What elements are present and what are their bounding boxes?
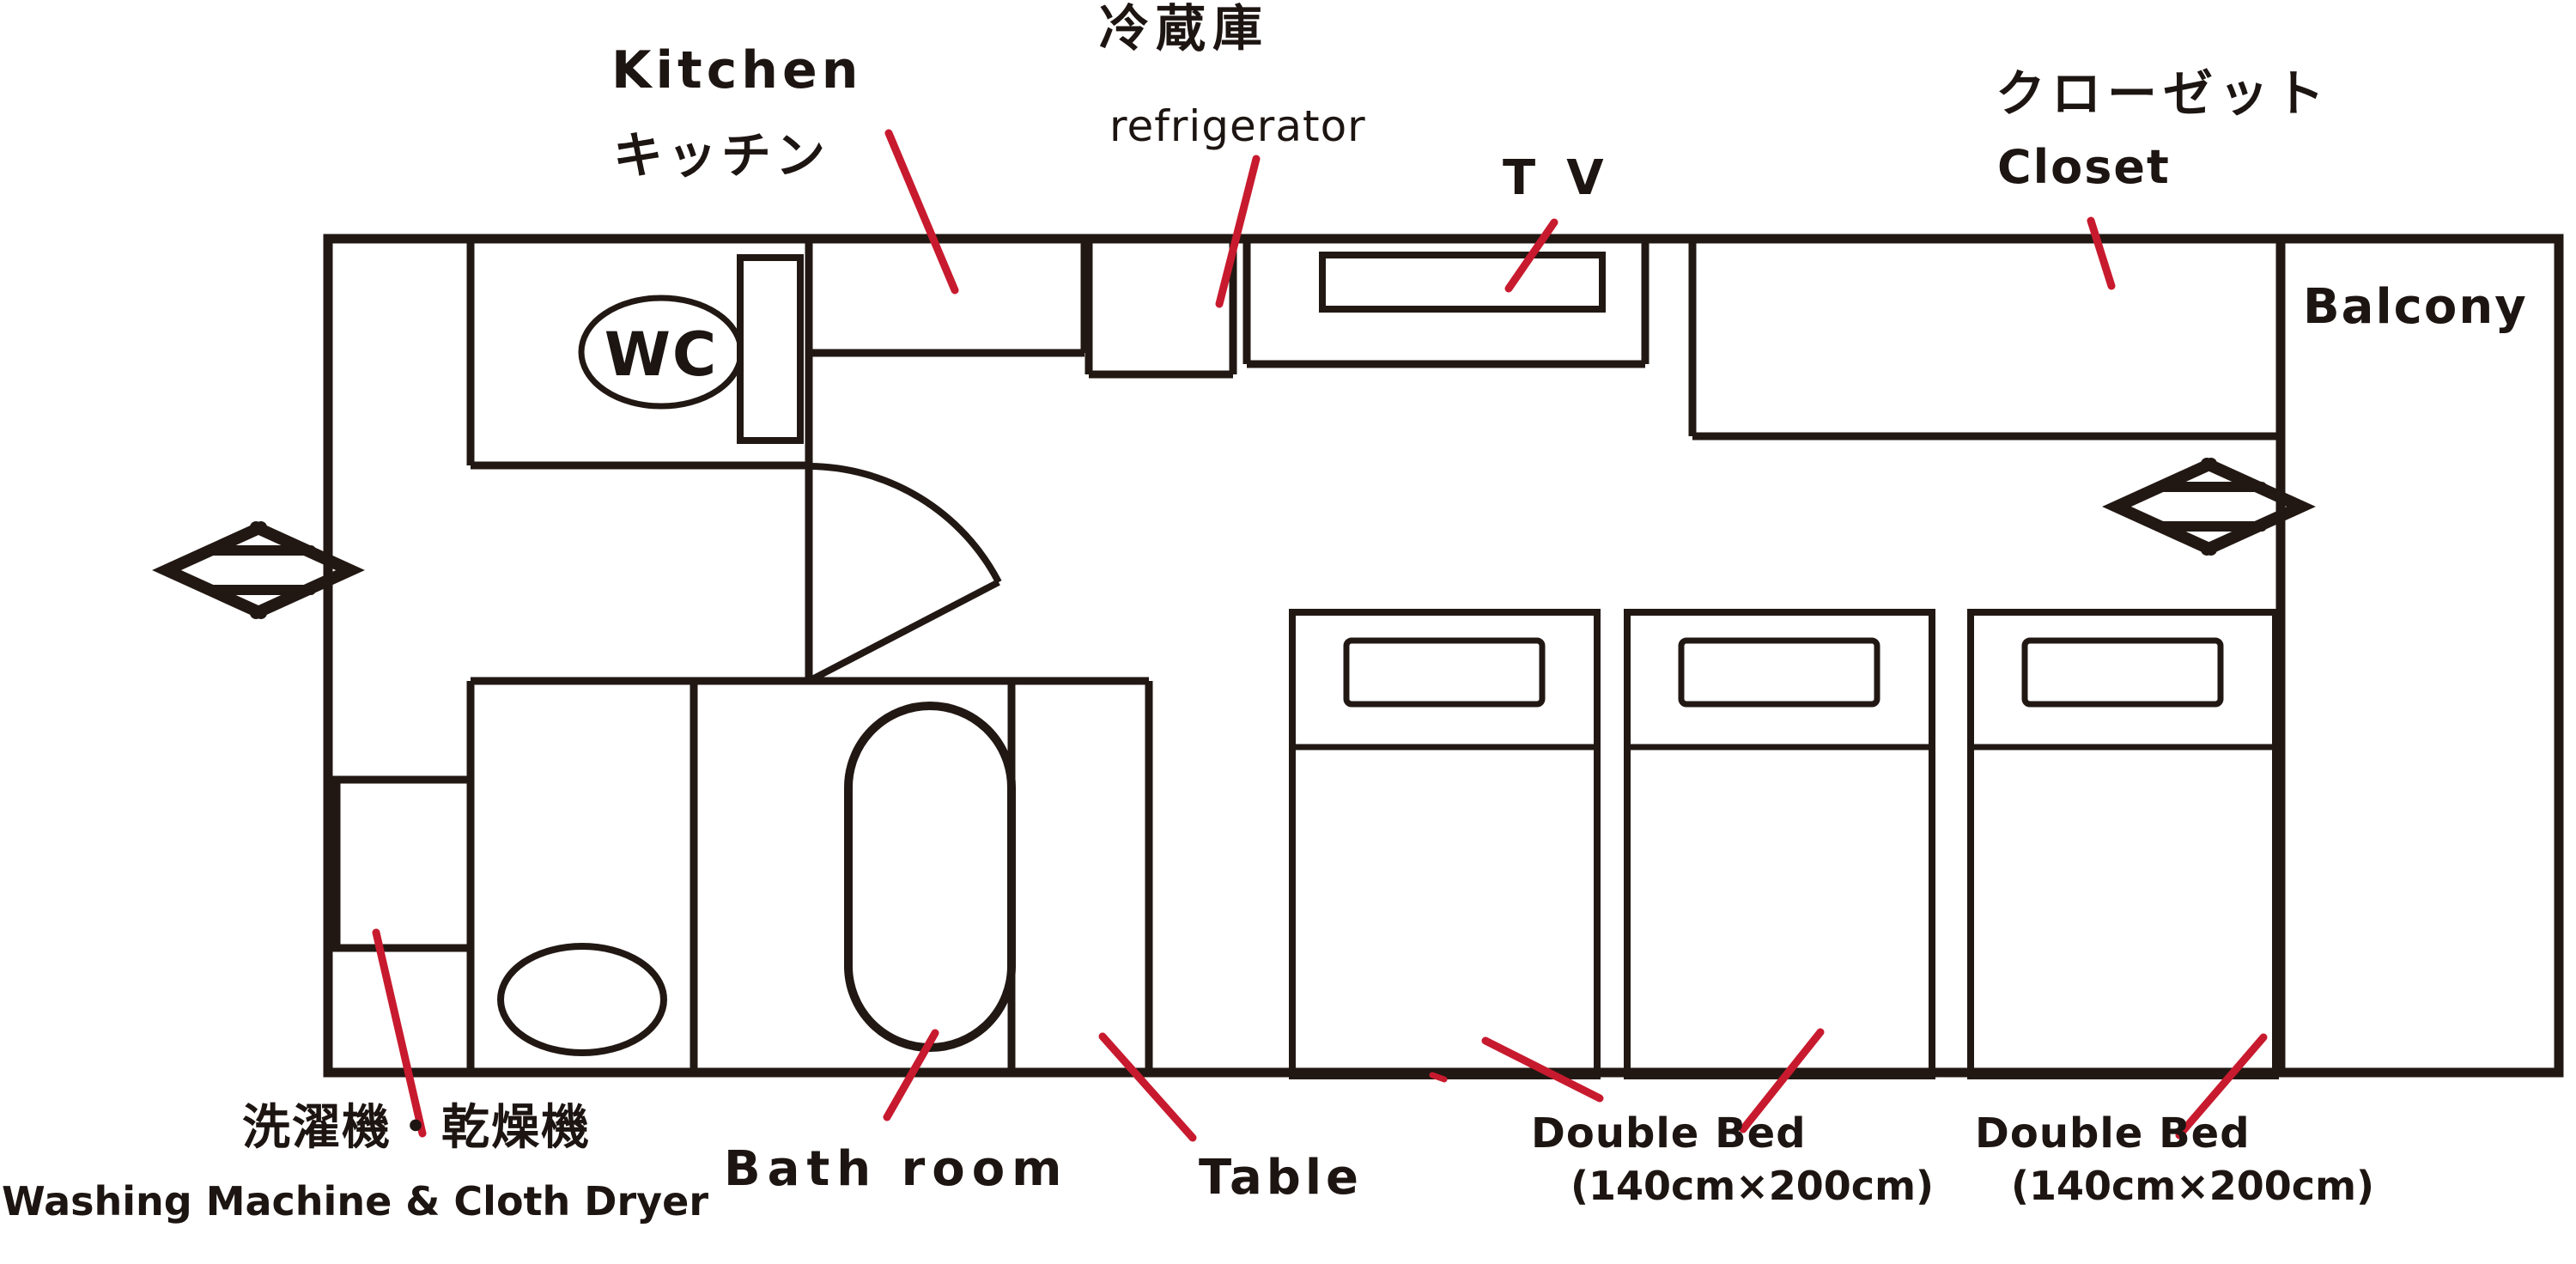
- bed-frame: [1289, 609, 1601, 1079]
- closet-label-en: Closet: [1997, 140, 2171, 194]
- tv-screen-icon: [1319, 252, 1606, 313]
- table-label: Table: [1199, 1150, 1364, 1206]
- bathtub-icon: [844, 702, 1016, 1052]
- refrigerator-box: [1084, 239, 1237, 379]
- leader-bed-2: [1739, 1028, 1825, 1133]
- leader-fragment-mark: [1429, 1072, 1448, 1083]
- kitchen-label-en: Kitchen: [611, 40, 863, 100]
- bed-right-size-label: (140cm×200cm): [2011, 1163, 2375, 1209]
- leader-bed-1: [1481, 1036, 1604, 1103]
- door-leaf: [807, 579, 1000, 684]
- door-swing-icon: [807, 463, 1002, 684]
- bathroom-block: [466, 677, 1153, 1073]
- bed-2: [1624, 609, 1935, 1079]
- balcony-label: Balcony: [2303, 279, 2528, 335]
- bathroom-label: Bath room: [724, 1141, 1069, 1197]
- closet-box: [1688, 239, 2281, 441]
- arrow-head-left: [2102, 458, 2217, 556]
- laundry-label-en: Washing Machine & Cloth Dryer: [2, 1178, 709, 1224]
- bed-1: [1289, 609, 1601, 1079]
- wc-label: WC: [604, 319, 719, 390]
- arrow-head-right: [2201, 458, 2316, 556]
- pillow-icon: [1678, 637, 1880, 708]
- leader-tv: [1504, 218, 1558, 293]
- bed-left-size-label: (140cm×200cm): [1571, 1163, 1935, 1209]
- pillow-icon: [1343, 637, 1546, 708]
- leader-table: [1098, 1032, 1197, 1142]
- leader-closet: [2087, 216, 2116, 290]
- tv-label: TV: [1503, 150, 1635, 206]
- wc-room: [466, 239, 813, 681]
- bed-right-label: Double Bed: [1975, 1109, 2251, 1158]
- closet-label-ja: クローゼット: [1996, 64, 2331, 123]
- washing-machine-rect: [332, 775, 475, 952]
- refrigerator-label-ja: 冷蔵庫: [1099, 0, 1270, 58]
- tv-board: [1242, 239, 1649, 368]
- window-arrow-left-icon: [152, 521, 365, 619]
- leader-bathroom: [883, 1029, 939, 1121]
- arrow-head-right: [250, 521, 365, 619]
- laundry-label-ja: 洗濯機・乾燥機: [242, 1100, 591, 1156]
- arrow-head-left: [152, 521, 267, 619]
- laundry-basin-icon: [497, 943, 667, 1056]
- pillow-icon: [2021, 637, 2224, 708]
- leader-washing-machine: [372, 928, 427, 1138]
- door-arc: [808, 463, 1002, 584]
- leader-refrigerator: [1215, 155, 1261, 308]
- toilet-tank-icon: [737, 254, 804, 444]
- refrigerator-label-en: refrigerator: [1109, 101, 1366, 151]
- bed-left-label: Double Bed: [1531, 1109, 1807, 1158]
- bed-frame: [1624, 609, 1935, 1079]
- window-arrow-right-icon: [2102, 458, 2316, 556]
- leader-lines: [372, 129, 2268, 1142]
- leader-kitchen: [884, 129, 959, 295]
- leader-bed-3: [2175, 1033, 2268, 1139]
- kitchen-label-ja: キッチン: [613, 126, 830, 185]
- kitchen-counter: [809, 239, 1089, 357]
- bed-3: [1967, 609, 2279, 1079]
- washing-machine-box: [332, 775, 475, 952]
- bed-frame: [1967, 609, 2279, 1079]
